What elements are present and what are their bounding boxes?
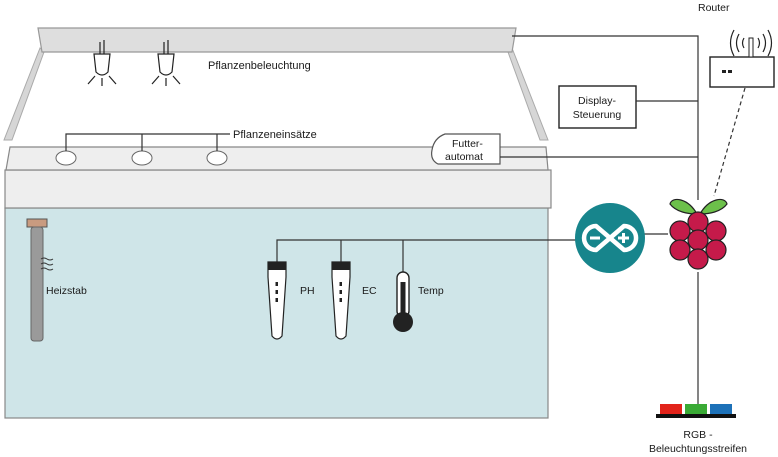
router-icon <box>709 56 775 88</box>
heat-waves-icon <box>40 257 54 271</box>
grow-light-bulb-icon <box>87 40 117 86</box>
rgb-led-strip <box>656 404 736 418</box>
ph-probe <box>267 261 287 340</box>
display-label-line2: Steuerung <box>573 109 622 121</box>
rgb-label-line1: RGB - <box>683 429 713 441</box>
feeder-unit: Futter- automat <box>431 133 501 165</box>
router-device: Router <box>698 2 775 88</box>
plant-insert-hole <box>206 150 228 166</box>
thermometer-icon <box>393 271 413 332</box>
plant-insert-hole <box>55 150 77 166</box>
raspberry-pi-icon <box>669 198 728 270</box>
ec-label: EC <box>362 285 377 297</box>
display-control-box: Display- Steuerung <box>558 85 637 129</box>
feeder-label-line2: automat <box>445 151 483 163</box>
grow-light-bulb-icon <box>151 40 181 86</box>
display-label-line1: Display- <box>578 95 616 107</box>
arduino-icon <box>575 203 645 273</box>
temp-label: Temp <box>418 285 444 297</box>
heater-label: Heizstab <box>46 285 87 297</box>
lamp-hood <box>3 27 549 141</box>
heater-rod <box>26 218 48 342</box>
plant-tray <box>5 133 549 171</box>
plant-inserts-label: Pflanzeneinsätze <box>233 129 317 141</box>
feeder-label-line1: Futter- <box>452 138 483 150</box>
plant-insert-hole <box>131 150 153 166</box>
ph-label: PH <box>300 285 315 297</box>
wiring <box>276 35 746 404</box>
router-label: Router <box>698 2 730 14</box>
wifi-signal-icon <box>729 29 773 57</box>
plant-light-label: Pflanzenbeleuchtung <box>208 60 311 72</box>
rgb-label-line2: Beleuchtungsstreifen <box>649 443 747 455</box>
ec-probe <box>331 261 351 340</box>
